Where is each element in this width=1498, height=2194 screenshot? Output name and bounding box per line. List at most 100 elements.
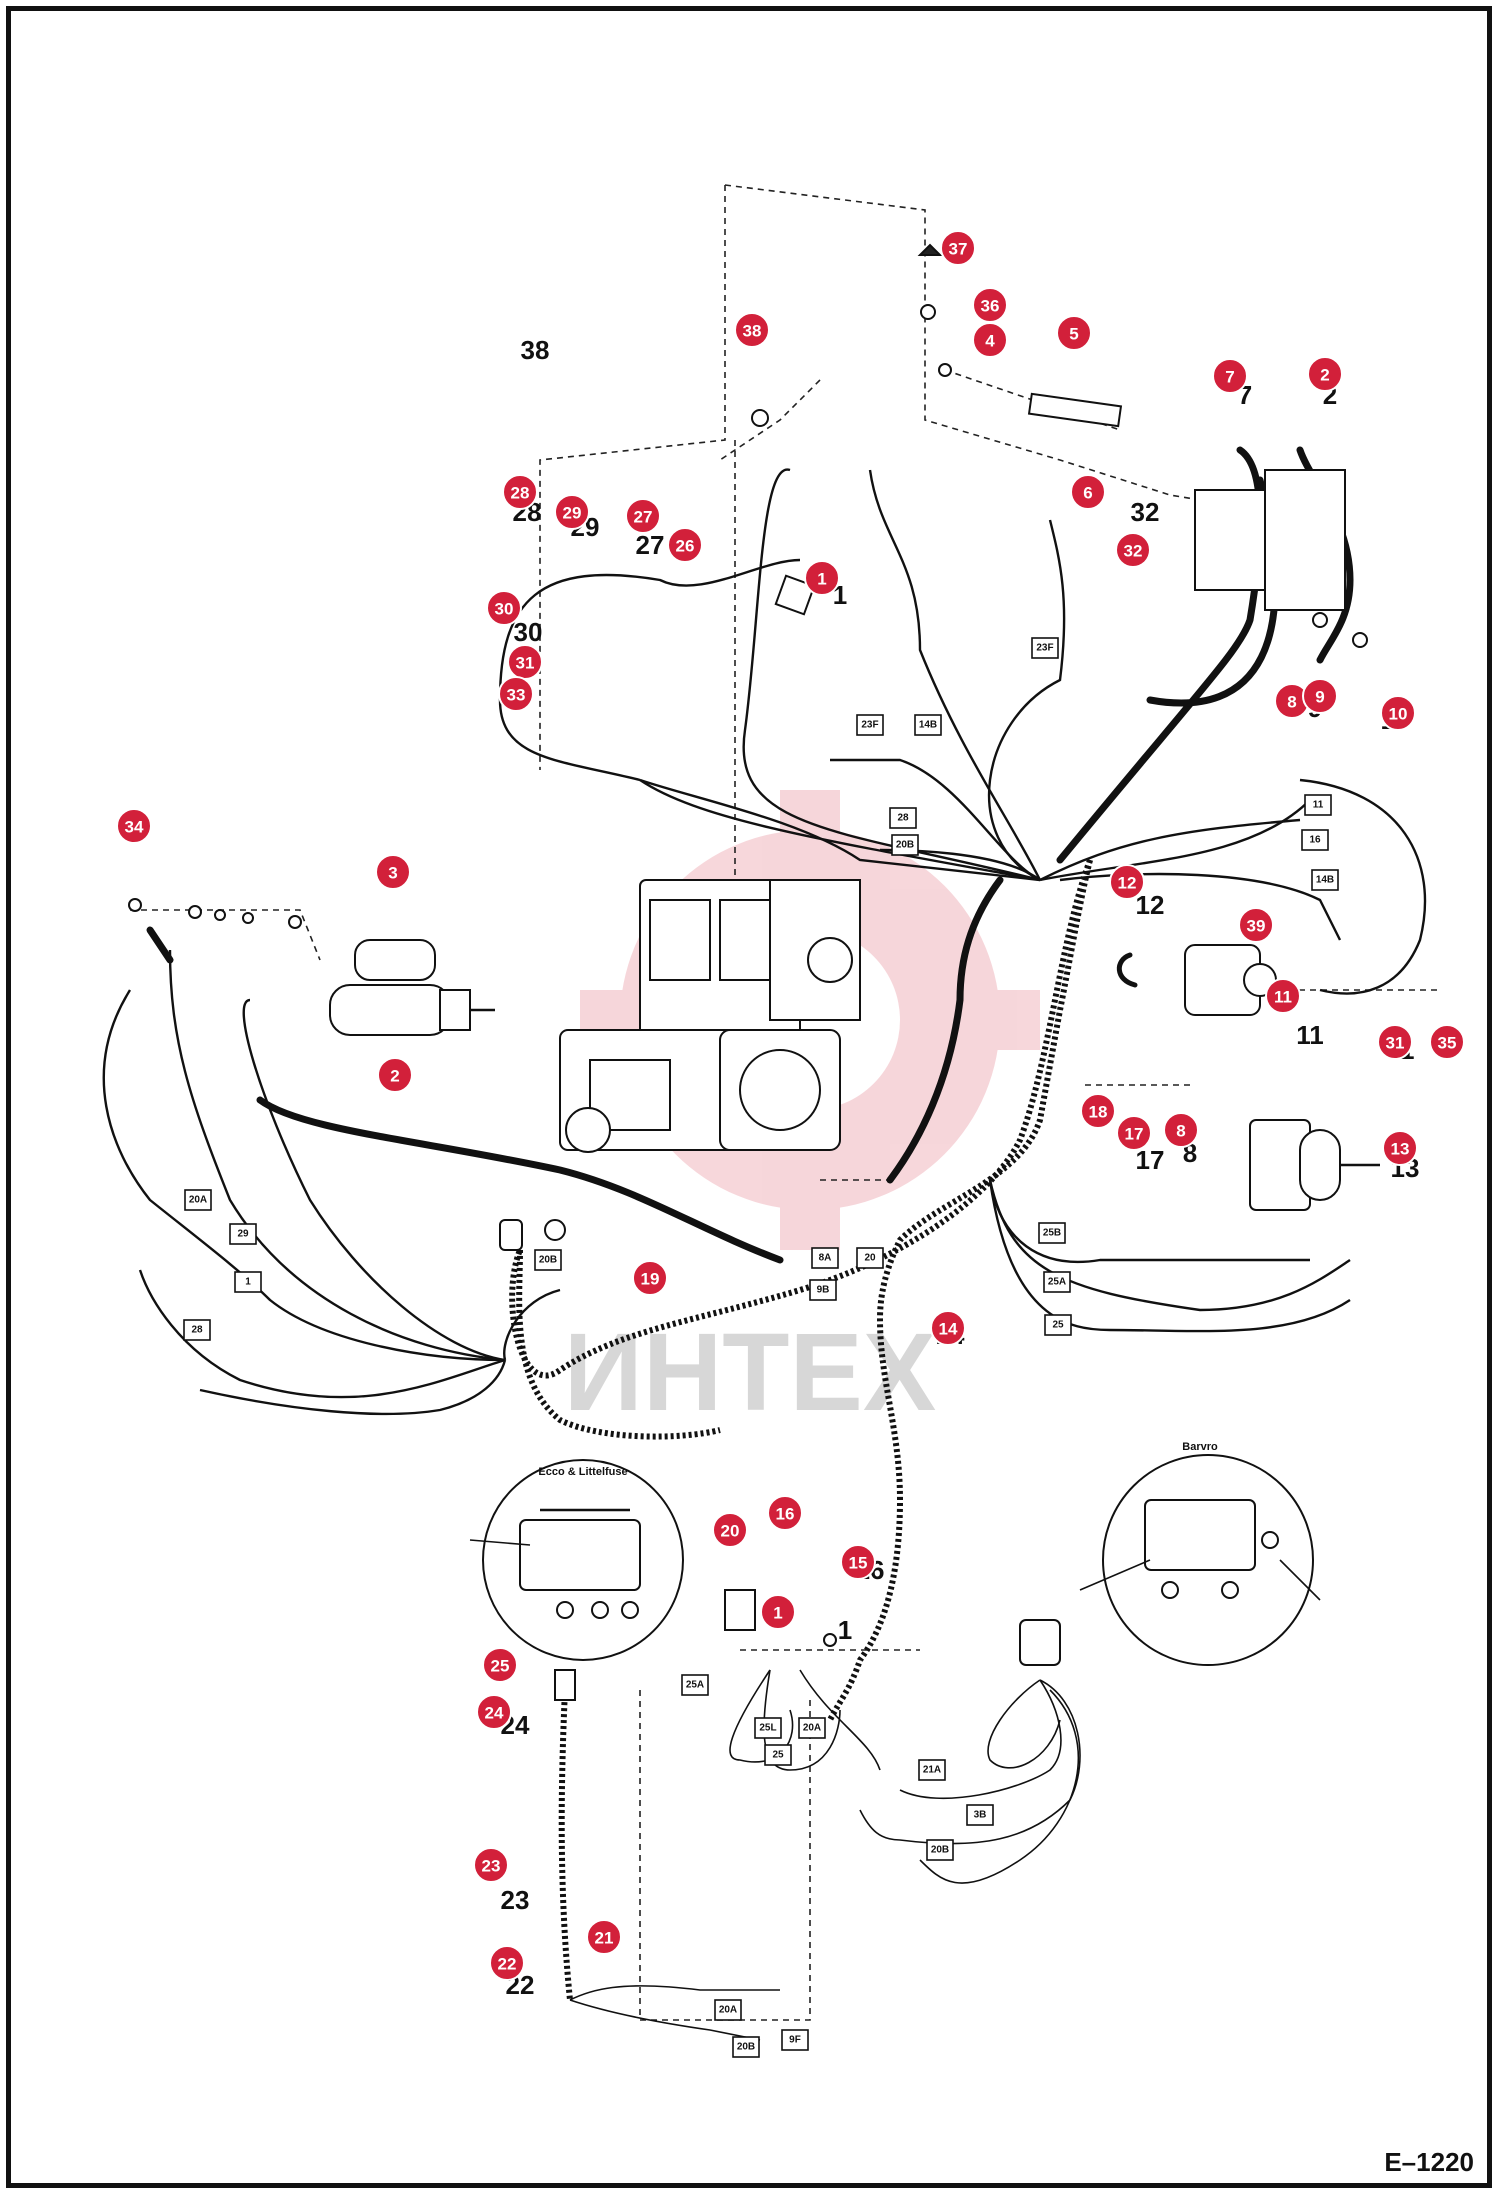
part-number-mark: 27	[636, 530, 665, 560]
svg-text:27: 27	[634, 508, 653, 527]
svg-text:22: 22	[498, 1955, 517, 1974]
svg-text:2: 2	[390, 1067, 399, 1086]
svg-text:20B: 20B	[931, 1845, 949, 1856]
part-number-mark: 38	[521, 335, 550, 365]
wire-tag: 25L	[754, 1717, 782, 1739]
svg-text:16: 16	[776, 1505, 795, 1524]
callout-7: 7	[1212, 358, 1248, 394]
svg-text:29: 29	[237, 1229, 249, 1240]
callout-38: 38	[734, 312, 770, 348]
svg-text:25L: 25L	[759, 1723, 776, 1734]
svg-text:28: 28	[897, 813, 909, 824]
callout-10: 10	[1380, 695, 1416, 731]
svg-text:25B: 25B	[1043, 1228, 1061, 1239]
svg-text:35: 35	[1438, 1034, 1457, 1053]
callout-39: 39	[1238, 907, 1274, 943]
part-number-mark: 30	[514, 617, 543, 647]
callout-20: 20	[712, 1512, 748, 1548]
callout-32: 32	[1115, 532, 1151, 568]
svg-text:32: 32	[1124, 542, 1143, 561]
callout-3: 3	[375, 854, 411, 890]
wire-tag: 20B	[732, 2036, 760, 2058]
svg-text:9: 9	[1315, 688, 1324, 707]
part-number-mark: 11	[1296, 1020, 1324, 1050]
svg-text:5: 5	[1069, 325, 1078, 344]
callout-16: 16	[767, 1495, 803, 1531]
wire-tag: 20A	[714, 1999, 742, 2021]
callout-6: 6	[1070, 474, 1106, 510]
svg-text:23F: 23F	[861, 720, 878, 731]
alternator	[1116, 944, 1277, 1016]
svg-text:14B: 14B	[919, 720, 937, 731]
svg-text:20A: 20A	[719, 2005, 737, 2016]
svg-text:25A: 25A	[1048, 1277, 1066, 1288]
callout-23: 23	[473, 1847, 509, 1883]
svg-text:30: 30	[495, 600, 514, 619]
wire-tag: 3B	[966, 1804, 994, 1826]
svg-text:37: 37	[949, 240, 968, 259]
wire-tag: 20B	[534, 1249, 562, 1271]
part-number-mark: 12	[1136, 890, 1165, 920]
svg-text:25A: 25A	[686, 1680, 704, 1691]
svg-text:6: 6	[1083, 484, 1092, 503]
wire-tag: 29	[229, 1223, 257, 1245]
part-number-mark: 23	[501, 1885, 530, 1915]
wire-tag: 16	[1301, 829, 1329, 851]
svg-text:1: 1	[817, 570, 826, 589]
svg-text:20B: 20B	[896, 840, 914, 851]
svg-text:12: 12	[1118, 874, 1137, 893]
callout-14: 14	[930, 1310, 966, 1346]
svg-text:25: 25	[1052, 1320, 1064, 1331]
callout-12: 12	[1109, 864, 1145, 900]
wire-tag: 8A	[811, 1247, 839, 1269]
wire-tag: 11	[1304, 794, 1332, 816]
lower-components	[554, 1589, 1061, 1701]
svg-text:36: 36	[981, 297, 1000, 316]
svg-text:3: 3	[388, 864, 397, 883]
callout-1: 1	[760, 1594, 796, 1630]
svg-text:8: 8	[1287, 693, 1296, 712]
page-border	[6, 6, 1492, 2188]
svg-text:14: 14	[939, 1320, 958, 1339]
callout-8: 8	[1163, 1112, 1199, 1148]
svg-text:28: 28	[191, 1325, 203, 1336]
callout-37: 37	[940, 230, 976, 266]
callout-35: 35	[1429, 1024, 1465, 1060]
part-number-mark: 1	[838, 1615, 852, 1645]
callout-11: 11	[1265, 978, 1301, 1014]
callout-31: 31	[1377, 1024, 1413, 1060]
wire-tag: 25	[764, 1744, 792, 1766]
callout-2: 2	[1307, 356, 1343, 392]
svg-text:25: 25	[491, 1657, 510, 1676]
wire-tag: 28	[183, 1319, 211, 1341]
svg-text:15: 15	[849, 1554, 868, 1573]
callout-24: 24	[476, 1694, 512, 1730]
wire-tag: 28	[889, 807, 917, 829]
wire-tag: 25A	[681, 1674, 709, 1696]
svg-text:20B: 20B	[737, 2042, 755, 2053]
wire-tag: 14B	[914, 714, 942, 736]
wire-tag: 20B	[926, 1839, 954, 1861]
callout-25: 25	[482, 1647, 518, 1683]
svg-text:39: 39	[1247, 917, 1266, 936]
svg-text:31: 31	[516, 654, 535, 673]
svg-text:1: 1	[245, 1277, 251, 1288]
callout-36: 36	[972, 287, 1008, 323]
svg-text:26: 26	[676, 537, 695, 556]
callout-17: 17	[1116, 1115, 1152, 1151]
svg-text:28: 28	[511, 484, 530, 503]
callout-26: 26	[667, 527, 703, 563]
part-number-mark: 17	[1136, 1145, 1165, 1175]
svg-text:33: 33	[507, 686, 526, 705]
callout-30: 30	[486, 590, 522, 626]
engine-block	[559, 879, 861, 1153]
svg-text:10: 10	[1389, 705, 1408, 724]
wire-tag: 23F	[1031, 637, 1059, 659]
svg-text:4: 4	[985, 332, 995, 351]
wire-tag: 9F	[781, 2029, 809, 2051]
svg-text:20A: 20A	[803, 1723, 821, 1734]
svg-text:14B: 14B	[1316, 875, 1334, 886]
